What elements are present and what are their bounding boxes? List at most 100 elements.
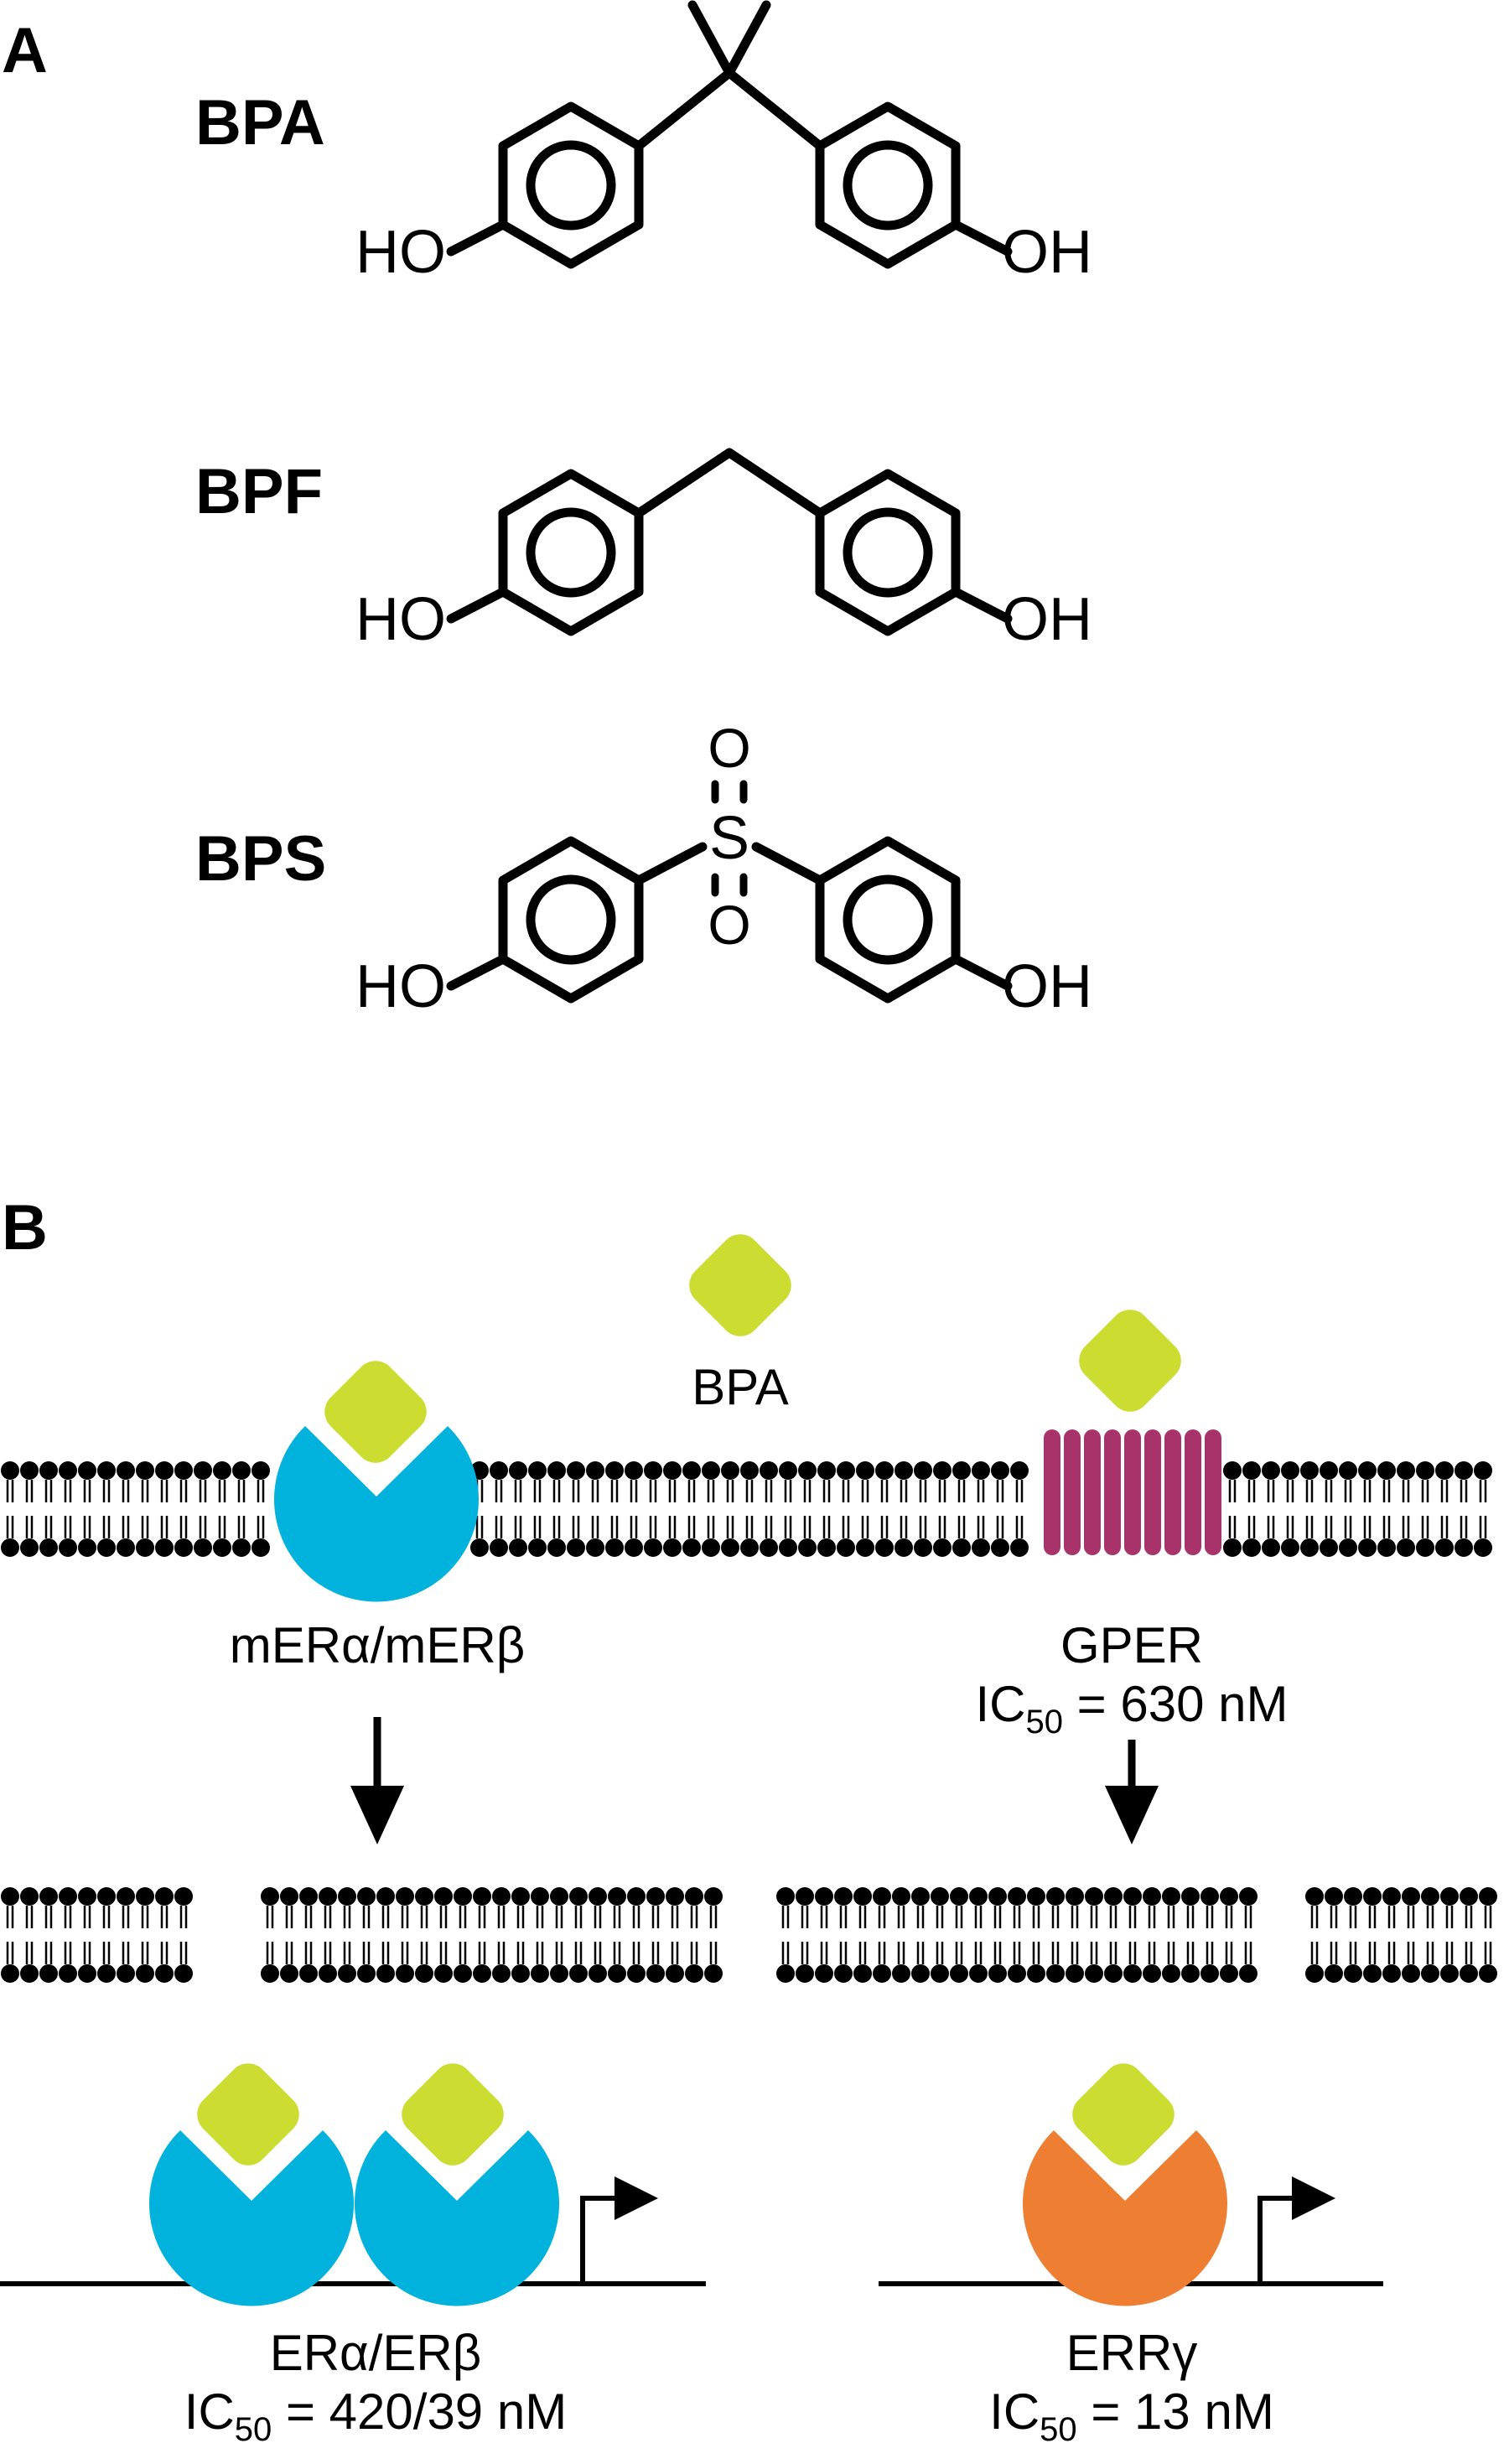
mer-label: mERα/mERβ	[230, 1617, 526, 1673]
lipid	[854, 1460, 876, 1559]
lipid	[893, 1460, 915, 1559]
lipid	[452, 1886, 474, 1984]
lipid	[970, 1460, 992, 1559]
molecule-bpa: BPA HO OH	[195, 0, 1092, 286]
lipid	[568, 1886, 589, 1984]
lipid	[38, 1886, 60, 1984]
free-bpa-ligand	[689, 1234, 791, 1336]
lipid	[1458, 1886, 1480, 1984]
lipid	[18, 1886, 40, 1984]
lipid	[115, 1460, 137, 1559]
lipid	[565, 1460, 587, 1559]
gper-ic50-prefix: IC	[975, 1676, 1025, 1732]
lipid	[1279, 1460, 1301, 1559]
lipid	[1083, 1886, 1105, 1984]
lipid	[794, 1886, 816, 1984]
cell-membrane	[0, 1460, 1494, 1559]
lipid	[1045, 1886, 1066, 1984]
lipid	[606, 1886, 628, 1984]
lipid	[951, 1460, 972, 1559]
errg-ic50: IC50 = 13 nM	[989, 2384, 1274, 2448]
lipid	[231, 1460, 252, 1559]
lipid	[1337, 1460, 1359, 1559]
lipid	[38, 1460, 60, 1559]
lipid	[134, 1886, 156, 1984]
lipid	[664, 1886, 686, 1984]
lipid	[1221, 1460, 1243, 1559]
lipid	[57, 1460, 79, 1559]
lipid	[1419, 1886, 1441, 1984]
er-dimer-receptor-2	[354, 2130, 559, 2306]
lipid	[661, 1460, 683, 1559]
lipid	[507, 1460, 529, 1559]
gper-receptor	[1044, 1429, 1221, 1555]
lipid	[96, 1460, 117, 1559]
lipid	[250, 1460, 272, 1559]
lipid	[813, 1886, 835, 1984]
lipid	[546, 1460, 568, 1559]
lipid	[1122, 1886, 1143, 1984]
lipid	[1141, 1886, 1163, 1984]
mer-bound-bpa	[324, 1361, 427, 1463]
lipid	[1381, 1886, 1403, 1984]
gper-ic50-subscript: 50	[1025, 1704, 1063, 1740]
lipid	[115, 1886, 137, 1984]
lipid	[874, 1460, 895, 1559]
lipid	[681, 1460, 703, 1559]
lipid	[153, 1886, 175, 1984]
bps-oxygen-bottom: O	[708, 894, 750, 956]
bpf-structure	[446, 448, 1013, 636]
lipid	[1009, 1460, 1030, 1559]
lipid	[931, 1460, 953, 1559]
lipid	[355, 1886, 377, 1984]
lipid	[625, 1886, 647, 1984]
lipid	[510, 1886, 532, 1984]
lipid	[703, 1886, 724, 1984]
lipid	[1199, 1886, 1221, 1984]
errg-receptor	[1023, 2130, 1228, 2306]
molecule-name-bpa: BPA	[195, 87, 325, 158]
lipid	[912, 1460, 934, 1559]
er-dimer-receptor-1	[149, 2130, 355, 2306]
errg-label: ERRγ	[1066, 2325, 1198, 2381]
lipid	[719, 1460, 741, 1559]
lipid	[18, 1460, 40, 1559]
molecule-bps: BPS O S O HO OH	[195, 717, 1092, 1020]
molecule-name-bpf: BPF	[195, 456, 323, 527]
lipid	[948, 1886, 970, 1984]
nuclear-membrane	[0, 1886, 1499, 1984]
lipid	[1477, 1886, 1499, 1984]
er-transcription-arrow	[580, 2176, 658, 2284]
er-bound-bpa-2	[402, 2063, 504, 2166]
lipid	[529, 1886, 551, 1984]
lipid	[153, 1460, 175, 1559]
lipid	[1356, 1460, 1378, 1559]
bpf-right-group: OH	[1002, 586, 1092, 653]
er-label: ERα/ERβ	[270, 2325, 482, 2381]
lipid	[394, 1886, 416, 1984]
lipid	[433, 1886, 454, 1984]
lipid	[700, 1460, 722, 1559]
lipid	[835, 1460, 857, 1559]
lipid	[211, 1460, 233, 1559]
lipid	[1318, 1460, 1340, 1559]
lipid	[298, 1886, 319, 1984]
lipid	[488, 1460, 510, 1559]
er-ic50-prefix: IC	[184, 2384, 235, 2440]
lipid	[890, 1886, 912, 1984]
bpa-right-group: OH	[1002, 219, 1092, 286]
lipid	[96, 1886, 117, 1984]
bps-right-group: OH	[1002, 953, 1092, 1020]
lipid	[57, 1886, 79, 1984]
lipid	[910, 1886, 931, 1984]
lipid	[1260, 1460, 1282, 1559]
lipid	[683, 1886, 705, 1984]
lipid	[173, 1460, 194, 1559]
lipid	[604, 1460, 625, 1559]
er-ic50-subscript: 50	[235, 2411, 272, 2448]
lipid	[1299, 1460, 1320, 1559]
lipid	[989, 1460, 1011, 1559]
lipid	[871, 1886, 893, 1984]
lipid	[816, 1460, 837, 1559]
